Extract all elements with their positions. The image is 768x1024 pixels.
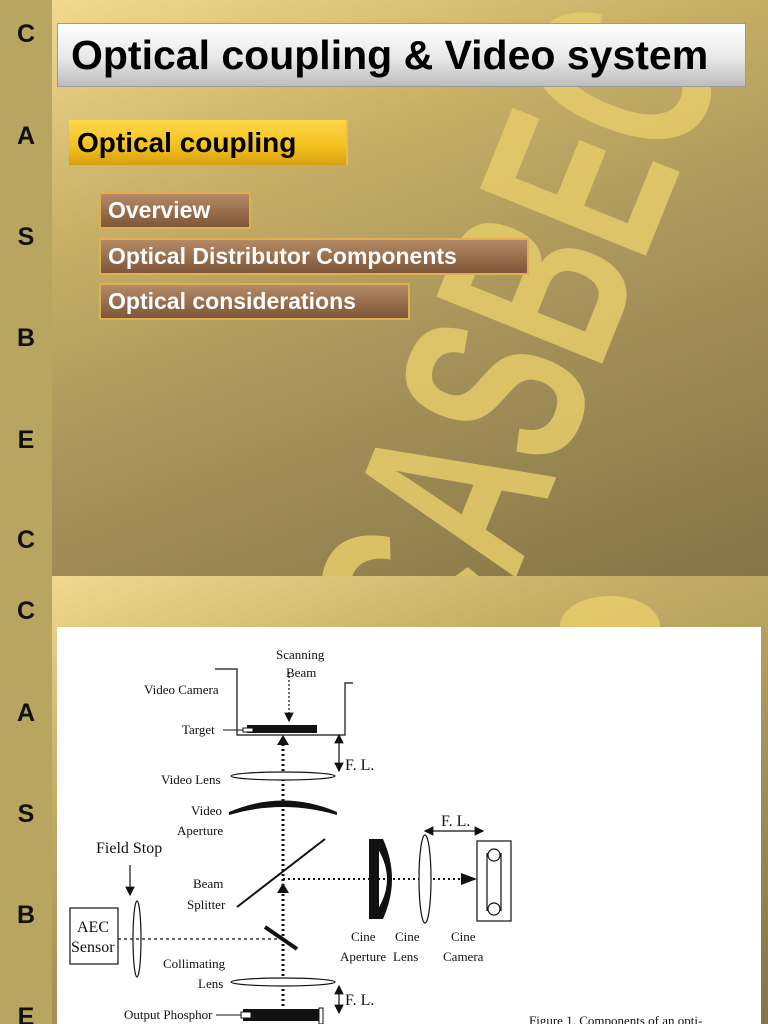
sidebar-letter: E <box>17 1003 35 1024</box>
overview-link[interactable]: Overview <box>99 192 251 229</box>
beam-splitter <box>236 838 326 908</box>
label-collimating-lens: Lens <box>198 976 223 991</box>
label-target: Target <box>182 722 215 737</box>
label-fl-bottom: F. L. <box>345 992 374 1009</box>
label-cine-aperture-1: Cine <box>351 929 376 944</box>
video-camera-housing <box>215 668 353 736</box>
label-cine-lens-1: Cine <box>395 929 420 944</box>
label-cine-camera-2: Camera <box>443 949 484 964</box>
sidebar-letter: S <box>17 223 35 251</box>
label-beam-splitter-1: Beam <box>193 876 223 891</box>
optical-diagram: Scanning Beam Video Camera Target F. L. … <box>69 647 702 1024</box>
sidebar-letter: C <box>16 20 36 48</box>
output-phosphor <box>243 1009 323 1021</box>
label-fl-right: F. L. <box>441 813 470 830</box>
collimating-lens <box>230 977 336 987</box>
aec-splitter <box>263 925 299 951</box>
video-lens <box>230 771 336 781</box>
slide-optical-diagram: C A S B E <box>0 576 768 1024</box>
sidebar-letter: C <box>16 597 36 625</box>
label-scanning: Scanning <box>276 647 325 662</box>
label-video-lens: Video Lens <box>161 772 221 787</box>
label-cine-camera-1: Cine <box>451 929 476 944</box>
slide-title: Optical coupling & Video system <box>57 23 746 87</box>
optical-distributor-components-link[interactable]: Optical Distributor Components <box>99 238 529 275</box>
section-heading: Optical coupling <box>69 120 348 165</box>
sidebar-letter: S <box>17 800 35 828</box>
label-video-aperture-2: Aperture <box>177 823 223 838</box>
sidebar-letter: B <box>16 901 36 929</box>
label-video-camera: Video Camera <box>144 682 219 697</box>
aec-sensor <box>69 907 119 965</box>
cine-aperture <box>371 839 392 919</box>
label-beam-splitter-2: Splitter <box>187 897 226 912</box>
sidebar-letter: A <box>16 122 36 150</box>
slide-optical-coupling: C A S B E C C A S B E C Optical coupling & Vi… <box>0 0 768 576</box>
optical-distributor-figure: Scanning Beam Video Camera Target F. L. … <box>57 627 761 1024</box>
sidebar-letter: E <box>17 426 35 454</box>
sidebar-letter: B <box>16 324 36 352</box>
label-aec: AEC <box>77 919 109 936</box>
sidebar: C A S B E C <box>0 0 52 576</box>
figure-caption: Figure 1. Components of an opti- <box>529 1013 702 1024</box>
label-collimating: Collimating <box>163 956 226 971</box>
label-sensor: Sensor <box>71 939 115 956</box>
target-plate <box>247 725 317 733</box>
label-cine-lens-2: Lens <box>393 949 418 964</box>
label-fl-top: F. L. <box>345 757 374 774</box>
video-aperture <box>229 800 337 815</box>
axis-arrow-mid <box>277 883 289 893</box>
sidebar-letter: A <box>16 699 36 727</box>
sidebar: C A S B E <box>0 576 52 1024</box>
axis-arrow-top <box>277 735 289 745</box>
label-video-aperture-1: Video <box>191 803 222 818</box>
label-beam: Beam <box>286 665 316 680</box>
sidebar-letter: C <box>16 526 36 554</box>
label-output-phosphor: Output Phosphor <box>124 1007 213 1022</box>
label-cine-aperture-2: Aperture <box>340 949 386 964</box>
cine-lens <box>418 834 432 924</box>
label-field-stop: Field Stop <box>96 840 162 857</box>
optical-considerations-link[interactable]: Optical considerations <box>99 283 410 320</box>
